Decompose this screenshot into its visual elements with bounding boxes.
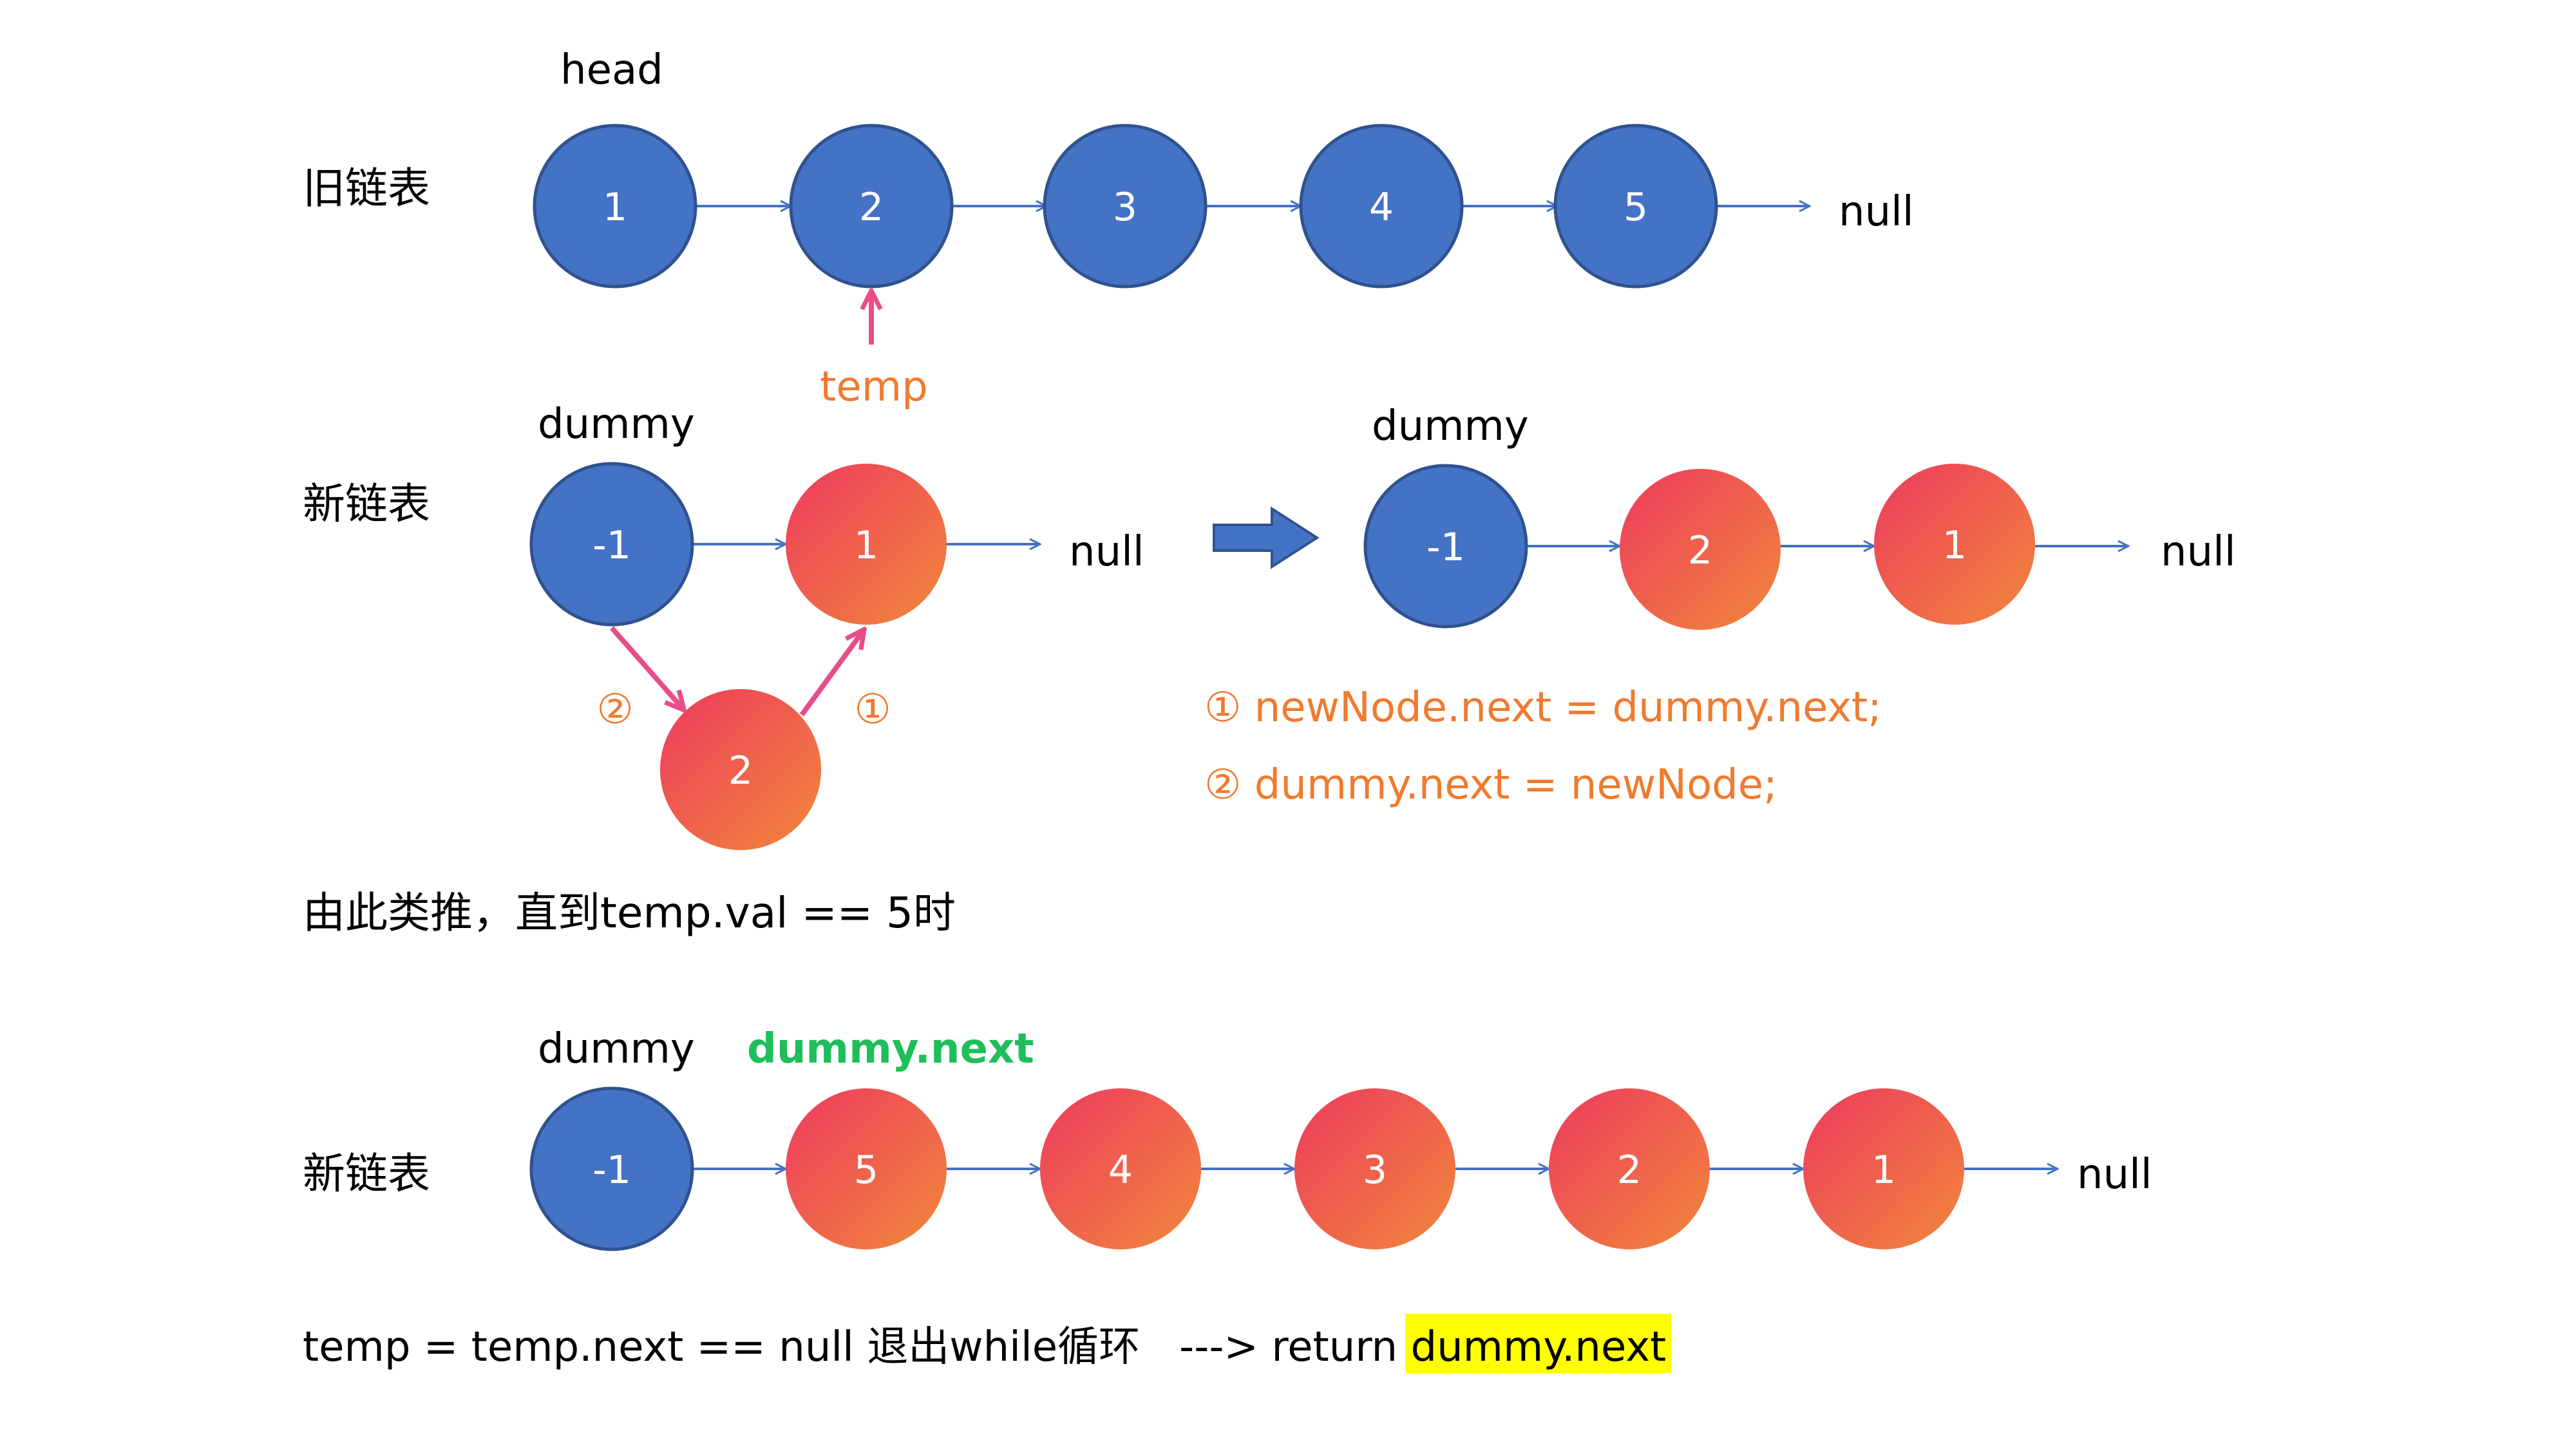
step-node-1: 1 <box>786 464 947 625</box>
node-value: 4 <box>1369 185 1394 230</box>
node-value: 2 <box>1688 528 1712 573</box>
result-node-1: 1 <box>1874 464 2035 625</box>
old-node-1: 1 <box>533 124 697 289</box>
step2-marker: ② <box>596 686 633 734</box>
node-value: 2 <box>1617 1148 1642 1193</box>
code-line-2: ② dummy.next = newNode; <box>1204 761 1777 809</box>
node-value: 2 <box>728 748 753 793</box>
temp-label: temp <box>820 363 927 411</box>
final-dummy-label: dummy <box>538 1025 695 1073</box>
step1-marker: ① <box>854 686 891 734</box>
old-list-row-label: 旧链表 <box>303 164 430 213</box>
old-list-null-label: null <box>1839 188 1914 236</box>
inserted-node-2: 2 <box>660 689 821 850</box>
return-highlight <box>1405 1314 1672 1373</box>
old-node-2: 2 <box>789 124 954 289</box>
node-value: 1 <box>603 185 627 230</box>
final-null-label: null <box>2077 1151 2152 1198</box>
old-node-5: 5 <box>1553 124 1718 289</box>
old-node-3: 3 <box>1043 124 1208 289</box>
transition-arrow-icon <box>1213 506 1320 569</box>
final-dummy-node: -1 <box>529 1086 694 1251</box>
dummy-label: dummy <box>538 401 695 448</box>
new-list-row-label: 新链表 <box>303 479 430 529</box>
node-value: 2 <box>859 185 884 230</box>
step2-pointer-arrow <box>609 626 683 708</box>
final-node-4: 4 <box>1040 1088 1201 1249</box>
footer-highlighted-return: dummy.next <box>1410 1323 1666 1371</box>
final-node-5: 5 <box>786 1088 947 1249</box>
result-dummy-label: dummy <box>1372 402 1529 450</box>
code-line-1: ① newNode.next = dummy.next; <box>1204 684 1882 732</box>
result-dummy-node: -1 <box>1363 464 1528 629</box>
final-list-row-label: 新链表 <box>303 1149 430 1198</box>
step1-pointer-arrow <box>799 631 863 717</box>
node-value: -1 <box>592 1148 631 1193</box>
old-node-4: 4 <box>1299 124 1464 289</box>
dummy-next-label: dummy.next <box>747 1025 1034 1073</box>
node-value: -1 <box>1426 525 1465 570</box>
node-value: 3 <box>1363 1148 1387 1193</box>
footer-line: temp = temp.next == null 退出while循环 ---> … <box>303 1323 1666 1371</box>
node-value: 4 <box>1108 1148 1133 1193</box>
node-value: 5 <box>854 1148 878 1193</box>
step-dummy-node: -1 <box>529 462 694 627</box>
result-node-2: 2 <box>1620 469 1781 630</box>
final-node-2: 2 <box>1549 1088 1710 1249</box>
node-value: -1 <box>592 523 631 568</box>
step-null-label: null <box>1069 528 1144 576</box>
node-value: 5 <box>1624 185 1648 230</box>
head-label: head <box>560 46 663 94</box>
node-value: 3 <box>1113 185 1137 230</box>
node-value: 1 <box>854 523 878 568</box>
footer-prefix: temp = temp.next == null 退出while循环 ---> … <box>303 1323 1410 1371</box>
final-node-3: 3 <box>1294 1088 1455 1249</box>
continuation-note: 由此类推，直到temp.val == 5时 <box>303 888 956 938</box>
final-node-1: 1 <box>1803 1088 1964 1249</box>
result-null-label: null <box>2161 528 2236 576</box>
node-value: 1 <box>1871 1148 1896 1193</box>
node-value: 1 <box>1942 523 1967 568</box>
